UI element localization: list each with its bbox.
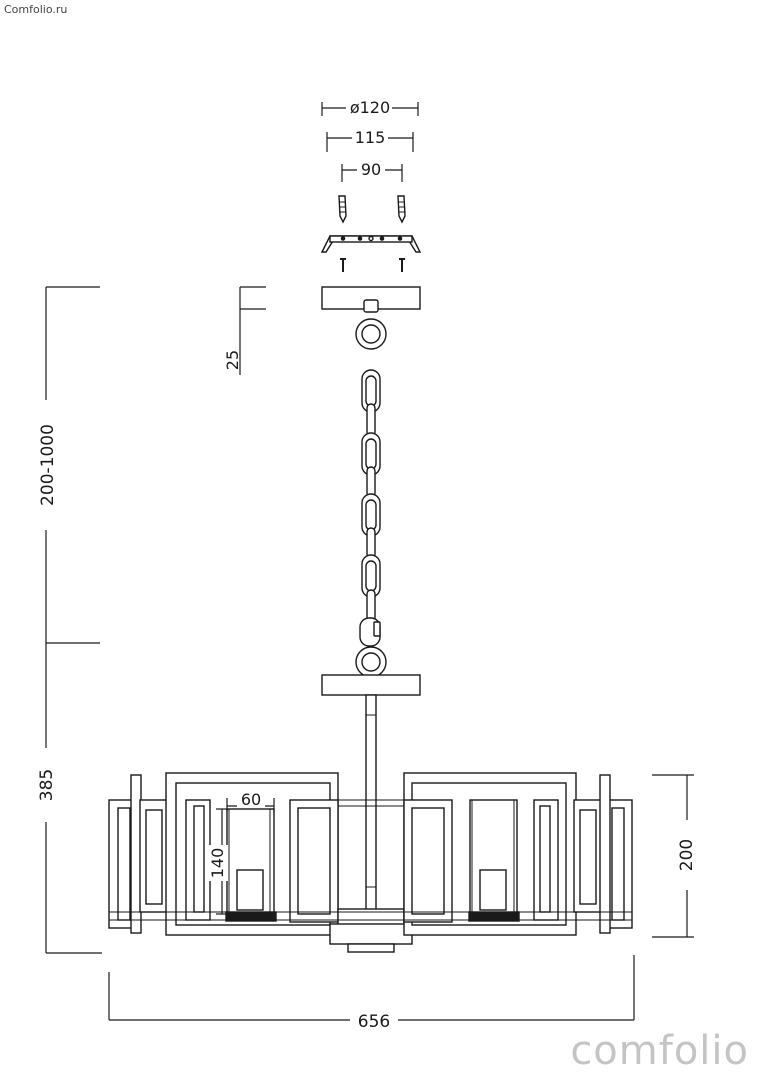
screw-right-icon <box>399 258 405 272</box>
dim-canopy-height-label: 25 <box>223 350 242 370</box>
site-label: Comfolio.ru <box>4 3 68 16</box>
chandelier-frame <box>108 772 633 953</box>
dim-shade-width-label: 60 <box>241 790 261 809</box>
dim-canopy-diameter-label: ø120 <box>350 98 390 117</box>
dim-canopy-height <box>239 286 266 375</box>
screw-left-icon <box>340 258 346 272</box>
wall-plug-right-icon <box>397 195 406 224</box>
dim-chain-length-label: 200-1000 <box>38 424 58 506</box>
chain <box>359 369 381 647</box>
watermark-logo: comfolio <box>570 1028 749 1074</box>
dim-total-width-label: 656 <box>358 1012 390 1032</box>
suspension-plate <box>321 674 421 696</box>
central-rod <box>365 694 377 914</box>
mounting-bracket <box>320 235 422 253</box>
dim-total-width <box>108 955 635 1021</box>
dim-frame-height-label: 200 <box>677 839 697 871</box>
dim-body-height <box>45 643 102 954</box>
dim-body-height-label: 385 <box>37 769 57 801</box>
dim-frame-height <box>652 774 694 938</box>
dim-chain-length <box>45 286 100 644</box>
dim-screw-spacing-label: 90 <box>361 160 381 179</box>
wall-plug-left-icon <box>338 195 347 224</box>
dim-bracket-width-label: 115 <box>355 128 386 147</box>
top-hook-ring <box>355 299 387 350</box>
dim-shade-height-label: 140 <box>208 848 227 879</box>
